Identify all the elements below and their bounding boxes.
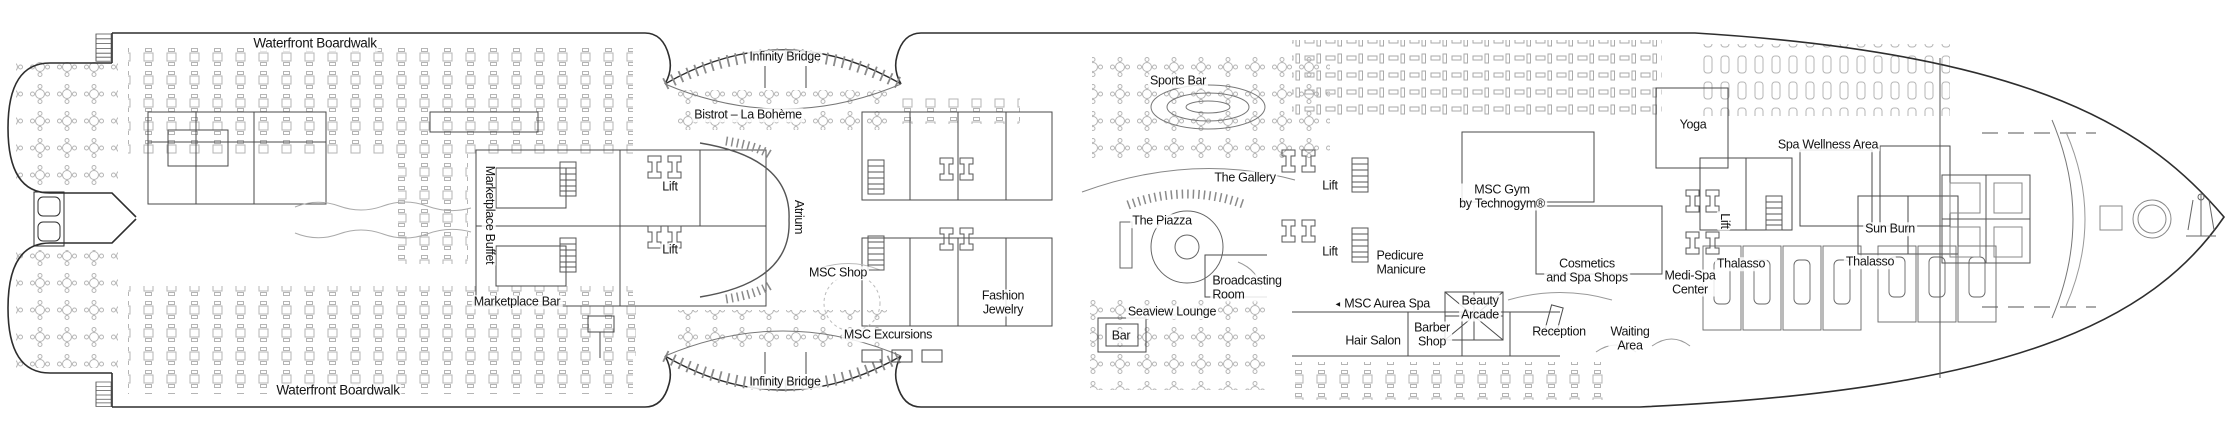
label-msc-gym: MSC Gym by Technogym® [1457, 182, 1547, 211]
label-sports-bar: Sports Bar [1147, 73, 1209, 88]
label-beauty-arcade: Beauty Arcade [1459, 293, 1501, 322]
label-the-gallery: The Gallery [1212, 170, 1278, 185]
label-seaview-lounge: Seaview Lounge [1125, 304, 1219, 319]
label-pedicure-manicure: Pedicure Manicure [1374, 248, 1428, 277]
decorative-lines [294, 201, 1691, 353]
label-atrium: Atrium [791, 197, 806, 237]
label-spa-wellness-area: Spa Wellness Area [1775, 137, 1881, 152]
label-medi-spa-center: Medi-Spa Center [1662, 268, 1718, 297]
label-reception: Reception [1530, 324, 1588, 339]
label-waterfront-boardwalk-top: Waterfront Boardwalk [251, 35, 379, 52]
label-lift-2: Lift [660, 242, 680, 257]
label-yoga: Yoga [1677, 117, 1709, 132]
label-waiting-area: Waiting Area [1608, 324, 1652, 353]
hull-outline [7, 32, 2226, 408]
label-the-piazza: The Piazza [1130, 213, 1194, 228]
label-lift-5: Lift [1717, 211, 1732, 231]
label-broadcasting-room: Broadcasting Room [1210, 273, 1284, 302]
label-msc-aurea-spa-text: MSC Aurea Spa [1344, 296, 1430, 311]
label-lift-3: Lift [1320, 178, 1340, 193]
seating-areas [16, 40, 1950, 400]
label-infinity-bridge-top: Infinity Bridge [747, 49, 823, 64]
label-bistrot-la-boheme: Bistrot – La Bohème [692, 107, 804, 122]
anchor-windlass-icon [2186, 193, 2216, 237]
label-lift-4: Lift [1320, 244, 1340, 259]
arrow-left-icon: ◄ [1334, 298, 1342, 308]
label-marketplace-bar: Marketplace Bar [471, 294, 563, 309]
atrium-structure [699, 136, 881, 332]
label-msc-shop: MSC Shop [806, 265, 870, 280]
label-msc-excursions: MSC Excursions [841, 327, 935, 342]
label-barber-shop: Barber Shop [1412, 320, 1452, 349]
label-marketplace-buffet: Marketplace Buffet [482, 163, 497, 267]
label-hair-salon: Hair Salon [1343, 333, 1403, 348]
label-msc-aurea-spa: ◄MSC Aurea Spa [1332, 297, 1432, 311]
label-infinity-bridge-bottom: Infinity Bridge [747, 374, 823, 389]
label-cosmetics-and-spa-shops: Cosmetics and Spa Shops [1544, 256, 1630, 285]
sports-bar-counter [1150, 84, 1266, 130]
label-thalasso-port: Thalasso [1714, 256, 1768, 271]
bow-structure [1939, 58, 2216, 378]
label-bar: Bar [1109, 328, 1133, 343]
label-waterfront-boardwalk-bottom: Waterfront Boardwalk [274, 382, 402, 399]
label-thalasso-starboard: Thalasso [1843, 254, 1897, 269]
label-lift-1: Lift [660, 179, 680, 194]
label-fashion-jewelry: Fashion Jewelry [979, 288, 1027, 317]
label-sun-burn: Sun Burn [1863, 221, 1917, 236]
